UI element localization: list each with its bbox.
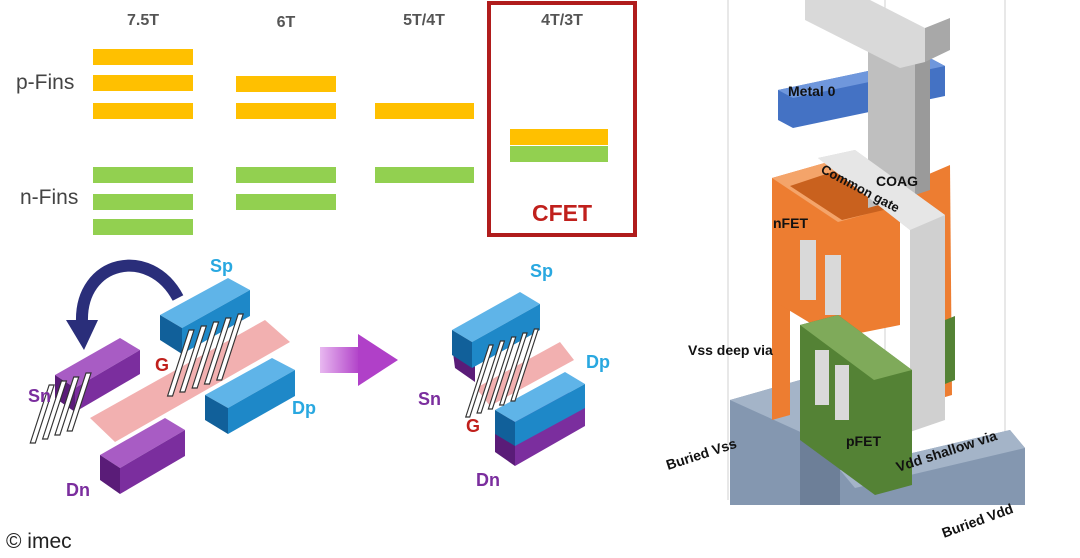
n-fin — [93, 167, 193, 183]
column-header-5t-4t: 5T/4T — [403, 12, 445, 29]
n-fins-label: n-Fins — [20, 186, 79, 209]
p-fin-lines — [166, 313, 245, 397]
p-fin — [93, 103, 193, 119]
stacked-cfet-transistor: Sp Sn G Dp Dn — [418, 261, 610, 490]
p-fins-label: p-Fins — [16, 71, 75, 94]
buried-vdd-label: Buried Vdd — [940, 500, 1016, 541]
fold-arrow — [75, 259, 184, 323]
pfet-label: pFET — [846, 433, 881, 449]
dp-label: Dp — [586, 352, 610, 372]
metal0-label: Metal 0 — [788, 83, 836, 99]
sp-box — [452, 292, 540, 342]
vss-deep-via-label: Vss deep via — [688, 342, 773, 358]
dn-label: Dn — [66, 480, 90, 500]
p-fin — [510, 129, 608, 145]
g-label: G — [466, 416, 480, 436]
n-fin-lines — [29, 372, 92, 444]
dp-label: Dp — [292, 398, 316, 418]
planar-transistor-pair: Sp Sn G Dp Dn — [28, 256, 316, 500]
g-label: G — [155, 355, 169, 375]
sp-label: Sp — [530, 261, 553, 281]
p-fin — [93, 75, 193, 91]
transistor-diagrams: Sp Sn G Dp Dn S — [28, 256, 610, 500]
dn-box — [100, 418, 185, 468]
dp-box — [495, 372, 585, 422]
sn-label: Sn — [418, 389, 441, 409]
sp-label: Sp — [210, 256, 233, 276]
column-header-6t: 6T — [276, 14, 296, 31]
sn-label: Sn — [28, 386, 51, 406]
dp-box — [205, 358, 295, 408]
n-fin — [236, 167, 336, 183]
sp-box — [160, 278, 250, 328]
coag-label: COAG — [876, 173, 918, 189]
p-fin — [236, 76, 336, 92]
pfet-block — [800, 315, 955, 495]
sn-box — [55, 338, 140, 388]
cfet-3d-structure: Metal 0 COAG Common gate nFET Vss deep v… — [664, 0, 1025, 541]
cfet-label: CFET — [531, 200, 593, 226]
n-fin — [93, 194, 193, 210]
dn-label: Dn — [476, 470, 500, 490]
column-header-7-5t: 7.5T — [126, 12, 159, 29]
common-gate — [818, 150, 945, 432]
n-fin — [375, 167, 474, 183]
gate-bar — [90, 320, 290, 442]
nfet-label: nFET — [773, 215, 808, 231]
transition-arrow — [320, 334, 398, 386]
n-fin — [510, 146, 608, 162]
n-fin — [236, 194, 336, 210]
p-fin — [375, 103, 474, 119]
cfet-highlight-box — [487, 1, 637, 237]
gate-bar — [476, 342, 574, 406]
p-fin — [93, 49, 193, 65]
copyright-notice: © imec — [6, 530, 72, 553]
p-fin — [236, 103, 336, 119]
coag-contact — [805, 0, 950, 208]
column-header-4t-3t: 4T/3T — [541, 12, 583, 29]
buried-vss-label: Buried Vss — [664, 435, 739, 473]
n-fin — [93, 219, 193, 235]
stacked-fin-lines — [464, 328, 540, 418]
